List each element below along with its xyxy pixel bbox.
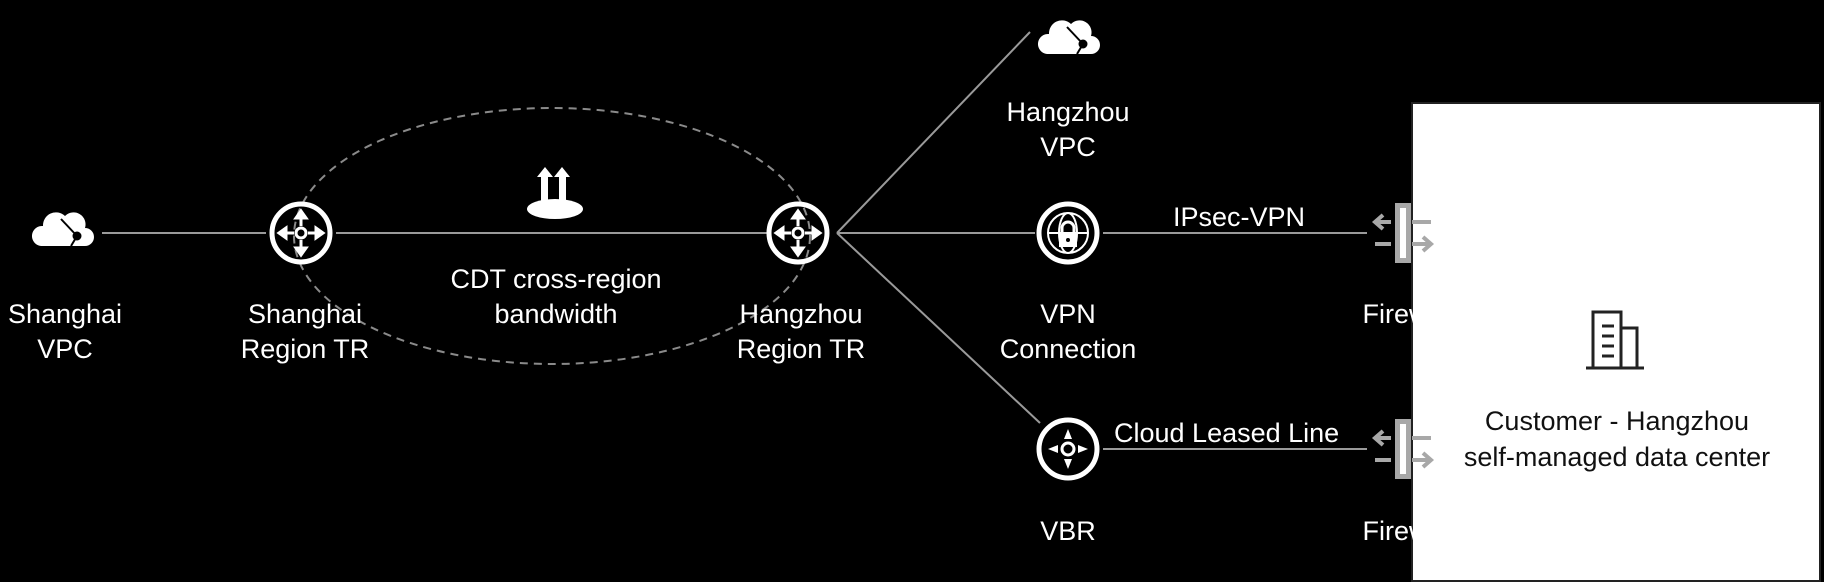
cloud-vpc-icon xyxy=(1037,20,1100,55)
label-line-2: VPC xyxy=(37,334,93,364)
label-line-1: Shanghai xyxy=(7,299,123,329)
label-line-1: Shanghai xyxy=(247,299,363,329)
cdt-ellipse xyxy=(293,107,811,365)
label-line-2: self-managed data center xyxy=(1463,442,1771,472)
firewall-icon xyxy=(1373,419,1433,479)
label-line-1: CDT cross-region xyxy=(450,264,662,294)
shanghai-vpc-label: Shanghai VPC xyxy=(8,297,122,367)
label-line-2: bandwidth xyxy=(494,299,618,329)
label-line-2: Connection xyxy=(999,334,1137,364)
label-line-2: Region TR xyxy=(736,334,866,364)
firewall-bottom-label: Firewall xyxy=(1362,514,1455,549)
cloud-leased-line-label: Cloud Leased Line xyxy=(1114,418,1340,448)
shanghai-region-tr-label: Shanghai Region TR xyxy=(241,297,370,367)
hangzhou-region-tr-label: Hangzhou Region TR xyxy=(737,297,866,367)
label-line-1: Customer - Hangzhou xyxy=(1484,406,1750,436)
router-icon xyxy=(769,204,827,262)
data-center-box xyxy=(1411,102,1821,582)
hangzhou-vpc-label: Hangzhou VPC xyxy=(1006,95,1129,165)
firewall-icon xyxy=(1373,203,1433,263)
vbr-router-icon xyxy=(1036,417,1100,481)
label-line-1: VBR xyxy=(1040,516,1096,546)
label-line-1: Hangzhou xyxy=(739,299,863,329)
connection-lines xyxy=(102,31,1367,450)
data-center-label: Customer - Hangzhou self-managed data ce… xyxy=(1464,403,1770,475)
router-icon xyxy=(272,204,330,262)
label-line-1: Firewall xyxy=(1362,299,1456,329)
label-line-1: Firewall xyxy=(1362,516,1456,546)
cdt-bandwidth-label: CDT cross-region bandwidth xyxy=(450,262,661,332)
label-line-2: VPC xyxy=(1040,132,1096,162)
firewall-top-label: Firewall xyxy=(1362,297,1455,332)
cloud-vpc-icon xyxy=(31,212,95,247)
vpn-lock-icon xyxy=(1036,201,1100,265)
vbr-label: VBR xyxy=(1040,514,1096,549)
bandwidth-icon xyxy=(527,167,583,219)
ipsec-vpn-label: IPsec-VPN xyxy=(1173,202,1306,232)
label-line-1: VPN xyxy=(1040,299,1096,329)
label-line-1: Hangzhou xyxy=(1006,97,1130,127)
label-line-2: Region TR xyxy=(240,334,370,364)
building-icon xyxy=(1586,310,1644,370)
vpn-connection-label: VPN Connection xyxy=(1000,297,1137,367)
